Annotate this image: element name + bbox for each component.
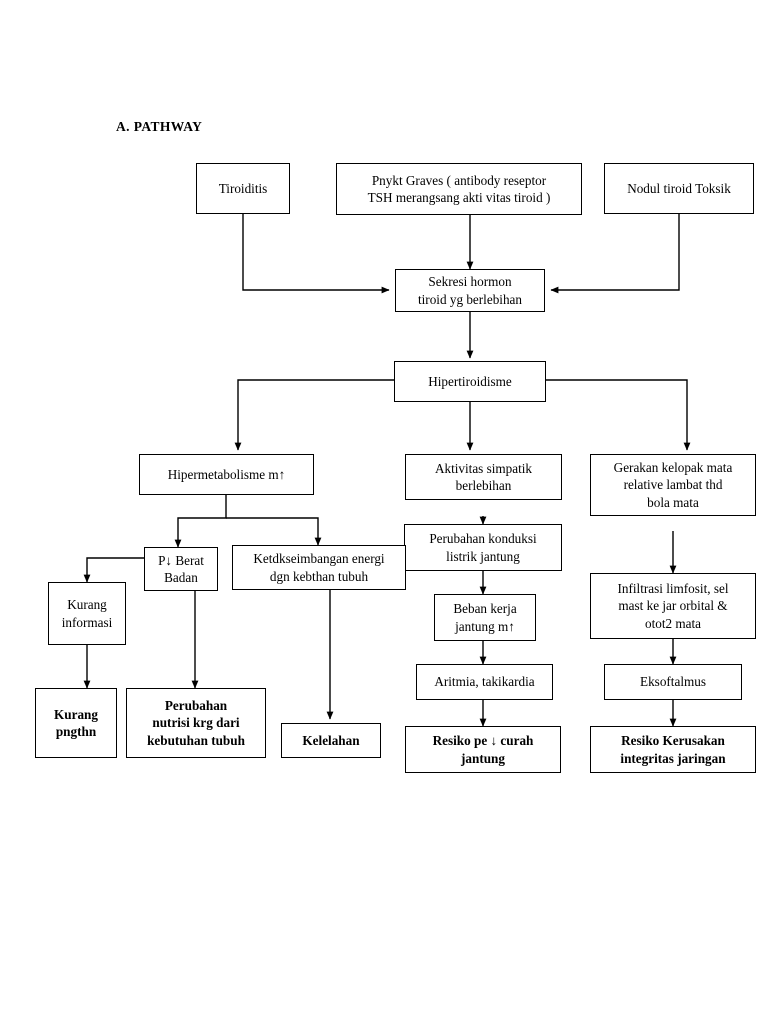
- edge-tiroiditis-sekresi: [242, 214, 390, 294]
- node-label: Tiroiditis: [218, 180, 268, 196]
- edge-nodul-sekresi: [550, 214, 680, 294]
- node-hipertiroidisme[interactable]: Hipertiroidisme: [394, 361, 546, 402]
- node-label: Hipermetabolisme m↑: [167, 466, 286, 482]
- node-label: Aritmia, takikardia: [434, 674, 535, 690]
- node-kelelahan[interactable]: Kelelahan: [281, 723, 381, 758]
- node-tiroiditis[interactable]: Tiroiditis: [196, 163, 290, 214]
- node-label: Eksoftalmus: [640, 674, 706, 690]
- node-label: Hipertiroidisme: [428, 373, 512, 389]
- edge-beratbadan-kuranginformasi: [83, 557, 144, 583]
- node-eksoftalmus[interactable]: Eksoftalmus: [604, 664, 742, 700]
- edge-hipertiroidisme-gerakan: [546, 379, 691, 451]
- page-title: A. PATHWAY: [116, 119, 203, 134]
- node-hipermetabolisme[interactable]: Hipermetabolisme m↑: [139, 454, 314, 495]
- edge-hipertiroidisme-hipermetabolisme: [234, 379, 394, 451]
- node-aritmia-takikardia[interactable]: Aritmia, takikardia: [416, 664, 553, 700]
- node-label: Nodul tiroid Toksik: [627, 180, 731, 196]
- edge-hipermetabolisme-split: [174, 495, 227, 548]
- node-nodul-tiroid-toksik[interactable]: Nodul tiroid Toksik: [604, 163, 754, 214]
- node-label: Kelelahan: [302, 732, 360, 748]
- edge-hipermetabolisme-ketdkseimbangan: [226, 517, 322, 546]
